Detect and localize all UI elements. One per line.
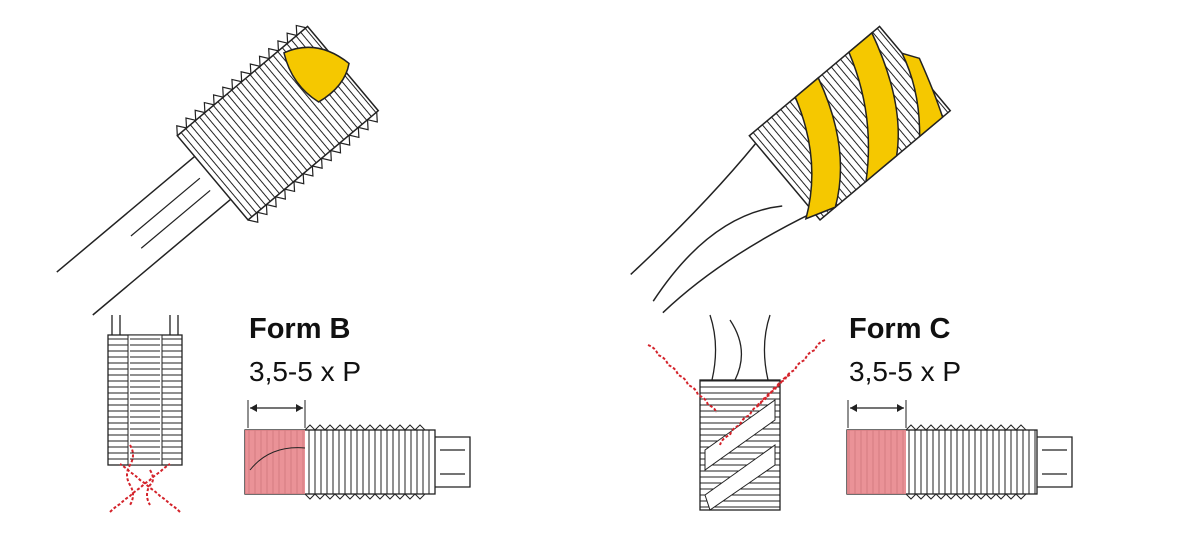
form-b-chips-icon (109, 444, 181, 513)
form-b-title: Form B (249, 313, 351, 345)
form-c-chips-icon (647, 339, 826, 446)
form-b-vertical-tap (107, 315, 183, 466)
form-b-chamfer-length: 3,5-5 x P (249, 356, 362, 387)
form-c-title: Form C (849, 313, 951, 345)
form-c-tap-illustration (630, 25, 952, 314)
form-c-chamfer-length: 3,5-5 x P (849, 356, 962, 387)
form-b-tap-illustration (56, 24, 380, 316)
form-c-vertical-tap (699, 314, 781, 511)
form-b-chamfer-diagram (244, 400, 471, 500)
form-c-chamfer-diagram (846, 400, 1073, 500)
